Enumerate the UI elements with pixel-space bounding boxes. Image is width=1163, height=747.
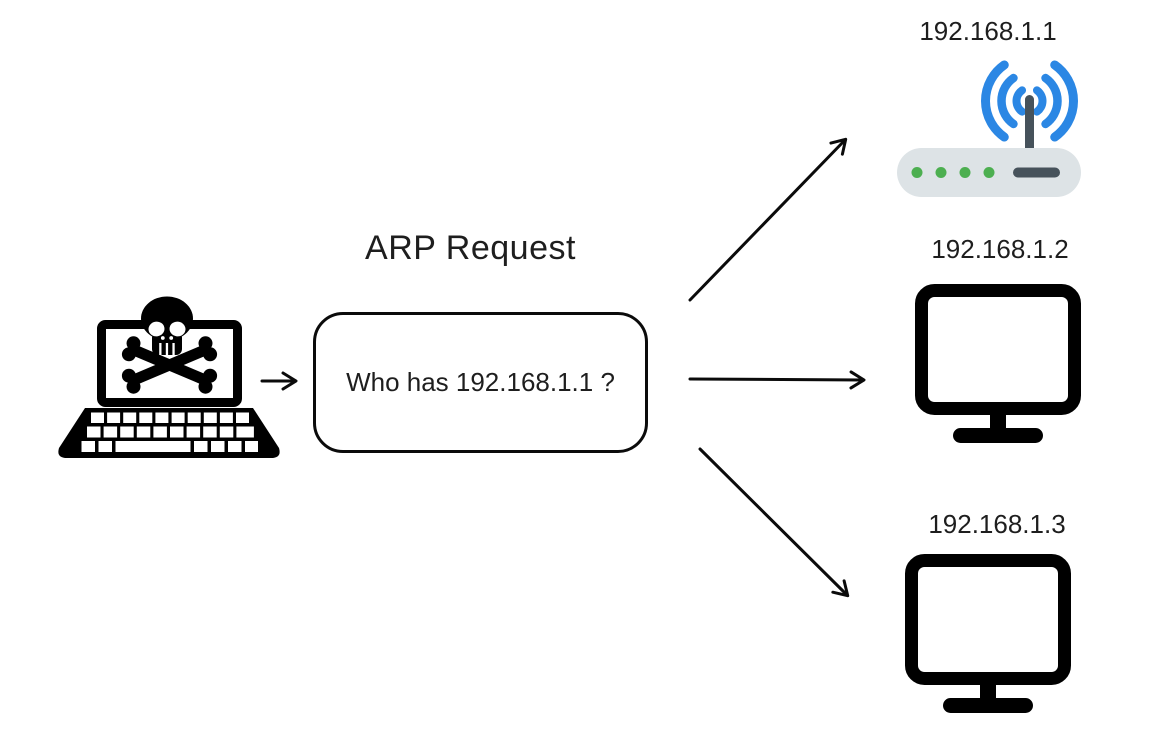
wifi-signal-icon <box>981 60 1078 142</box>
skull-icon <box>141 296 193 355</box>
wifi-router-icon <box>897 60 1081 197</box>
arrow-box-to-host2 <box>688 370 866 390</box>
message-text: Who has 192.168.1.1 ? <box>346 367 615 397</box>
router-port-dash <box>1013 167 1060 178</box>
hacker-laptop-icon <box>58 296 280 458</box>
device-ip-label: 192.168.1.1 <box>919 16 1057 46</box>
router-leds <box>911 167 995 178</box>
device-ip-label: 192.168.1.3 <box>928 509 1066 539</box>
arrow-box-to-router <box>688 137 848 302</box>
router-antenna <box>1025 95 1034 153</box>
device-ip-label: 192.168.1.2 <box>931 234 1069 264</box>
diagram-title: ARP Request <box>365 229 576 267</box>
arrow-box-to-host3 <box>698 447 850 598</box>
crossbones-icon <box>121 336 218 394</box>
laptop-keyboard <box>58 408 280 458</box>
message-box: Who has 192.168.1.1 ? <box>313 312 648 453</box>
desktop-monitor-icon <box>905 554 1071 713</box>
desktop-monitor-icon <box>915 284 1081 443</box>
